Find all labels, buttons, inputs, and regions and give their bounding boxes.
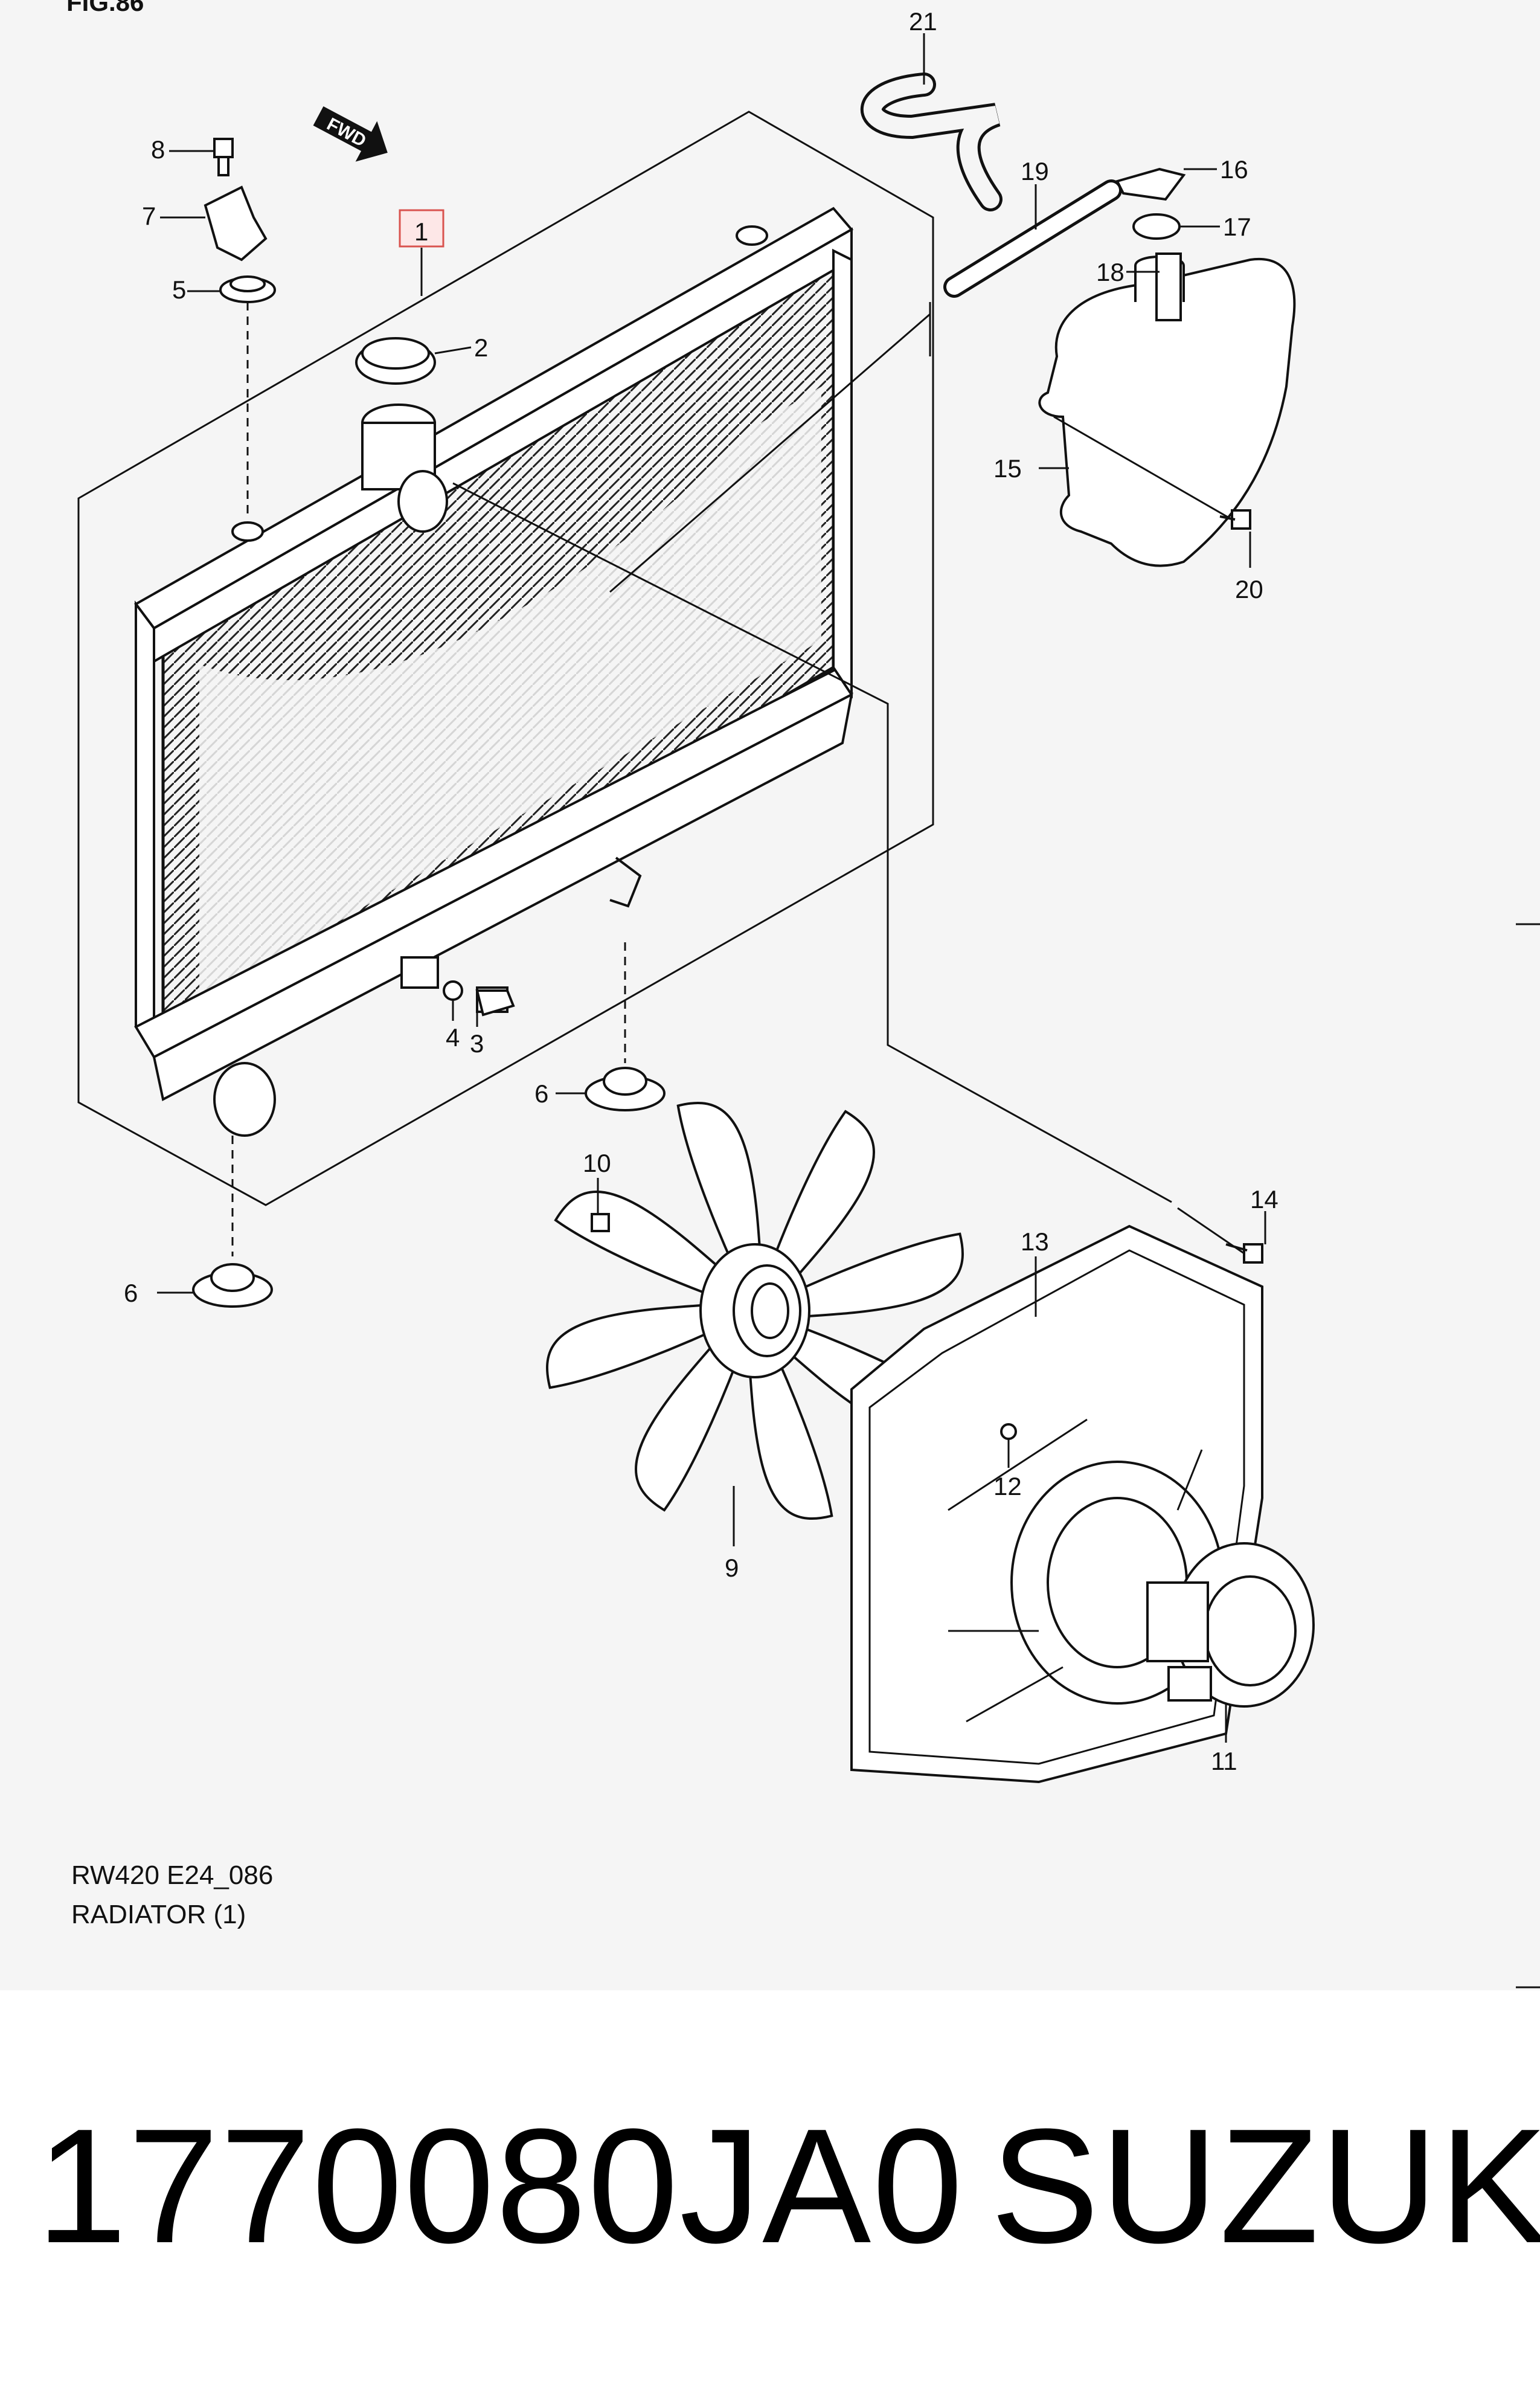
part-2-radiator-cap [355,337,436,385]
callout-15: 15 [993,454,1022,483]
callout-18: 18 [1096,258,1125,286]
part-15-reservoir-tank [1038,252,1296,567]
callout-10: 10 [583,1149,611,1177]
callout-16: 16 [1220,155,1248,184]
callout-8: 8 [151,135,165,164]
part-19-hose [943,179,1122,298]
part-4-o-ring [443,980,463,1001]
callout-6-lower: 6 [124,1279,138,1307]
part-8-bolt [213,138,234,176]
part-number: 1770080JA0 [36,2095,964,2277]
part-number-bar [0,1990,1540,2392]
part-3-sensor [475,989,515,1017]
part-6-mount-upper [585,1067,666,1111]
part-21-hose [861,72,1003,211]
callout-21: 21 [909,7,937,36]
callout-14: 14 [1250,1185,1279,1214]
callout-12: 12 [993,1472,1022,1500]
callout-leaders [157,33,1266,1743]
radiator-core [134,207,854,1137]
callout-11: 11 [1211,1747,1237,1775]
callout-13: 13 [1021,1227,1049,1256]
part-18-filler [1155,252,1182,321]
part-7-bracket [204,185,268,262]
part-5-bushing [219,275,276,303]
callout-5: 5 [172,275,186,304]
part-17-cap [1132,213,1181,240]
callout-17: 17 [1223,213,1251,241]
part-11-fan-motor [1146,1542,1315,1708]
callout-20: 20 [1235,575,1263,603]
callout-19: 19 [1021,157,1049,185]
radiator-assembly-frame [77,111,934,1206]
part-10-nut [591,1213,610,1232]
fwd-arrow-icon: FWD [313,106,388,162]
radiator-exploded-diagram: FIG.86 FWD [66,0,1540,1989]
diagram-title: RADIATOR (1) [71,1900,246,1929]
diagram-code: RW420 E24_086 [71,1860,274,1890]
diagram-panel: FIG.86 FWD [66,0,1540,1989]
part-1-highlight-box [399,209,444,248]
callout-3: 3 [470,1029,484,1058]
fig-label: FIG.86 [66,0,144,16]
brand-name: SUZUKI [990,2095,1540,2277]
callout-9: 9 [725,1554,739,1582]
callout-4: 4 [446,1023,460,1052]
callout-7: 7 [142,202,156,230]
part-12-bolt [1000,1423,1017,1440]
part-6-mount-lower [192,1263,273,1308]
callout-6-upper: 6 [534,1079,548,1108]
callout-2: 2 [474,333,488,362]
part-9-cooling-fan [530,1085,980,1535]
callout-1: 1 [414,217,428,246]
part-16-clamp [1115,167,1186,201]
